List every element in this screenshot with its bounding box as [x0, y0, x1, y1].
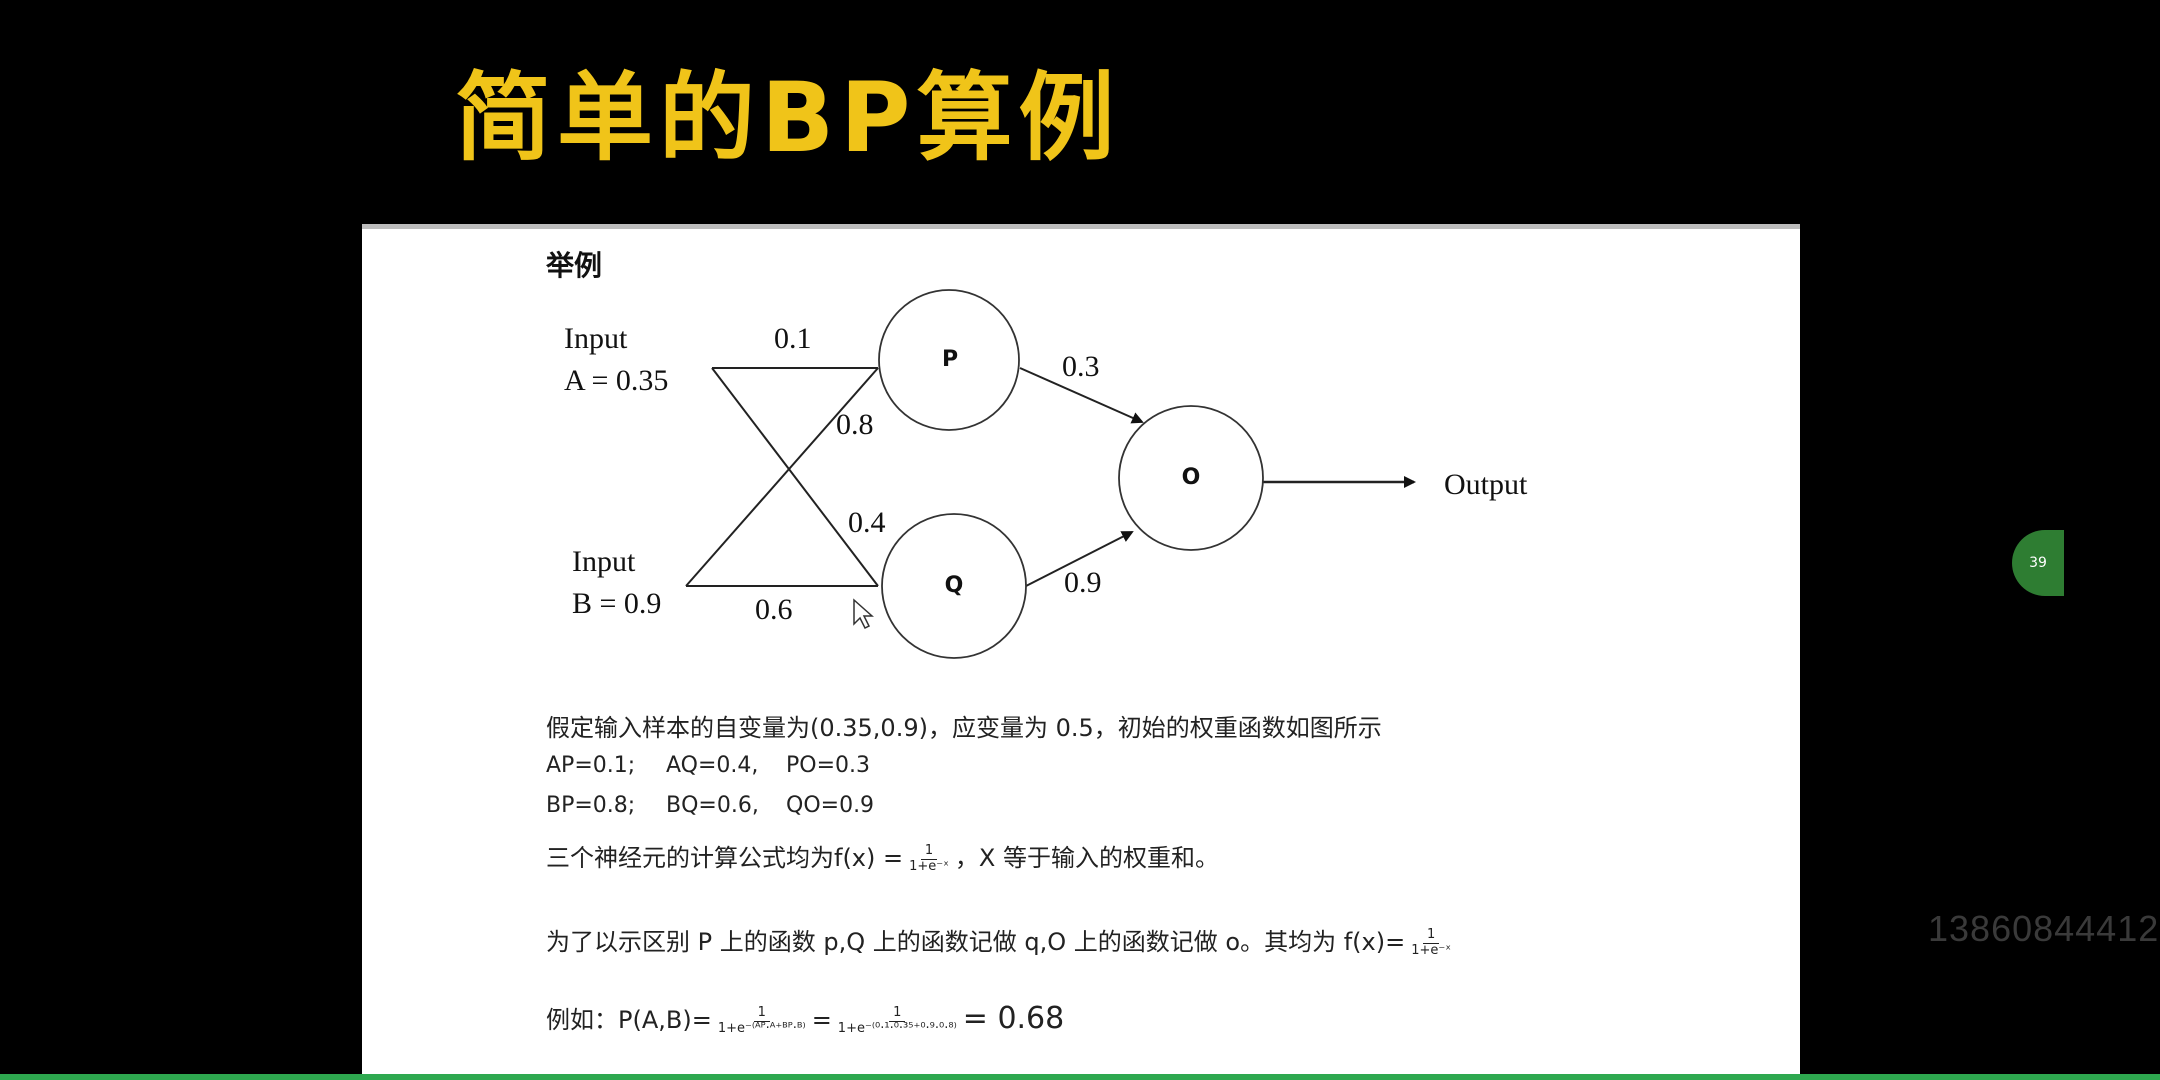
- example-result: = 0.68: [962, 1001, 1065, 1036]
- node-p-label: P: [942, 347, 958, 372]
- formula-intro: 三个神经元的计算公式均为f(x) =: [546, 844, 904, 872]
- weight-bq: 0.6: [755, 593, 793, 626]
- slide-title: 简单的BP算例: [455, 62, 1121, 174]
- input-a-value: A = 0.35: [564, 364, 668, 397]
- weight-qo-text: QO=0.9: [786, 793, 875, 818]
- teacher-watermark: 叶梓老师: [1560, 1017, 1744, 1071]
- mouse-cursor-icon: [853, 598, 874, 630]
- node-o-circle: [1118, 405, 1264, 551]
- node-q-label: Q: [945, 573, 964, 598]
- sigmoid-denominator-2: 1+e⁻ˣ: [1411, 942, 1451, 958]
- weight-po-text: PO=0.3: [786, 753, 871, 778]
- weight-bp-text: BP=0.8;: [546, 793, 636, 818]
- input-b-value: B = 0.9: [572, 587, 661, 620]
- output-label: Output: [1444, 468, 1528, 501]
- input-b-label: Input: [572, 545, 636, 578]
- sigmoid-denominator: 1+e⁻ˣ: [909, 858, 949, 874]
- example-numerator-2: 1: [889, 1005, 906, 1022]
- weight-bq-text: BQ=0.6,: [666, 793, 759, 818]
- example-numerator-1: 1: [753, 1005, 770, 1022]
- node-q-circle: [881, 513, 1027, 659]
- example-denominator-numeric: 1+e⁻⁽⁰·¹·⁰·³⁵⁺⁰·⁹·⁰·⁸⁾: [837, 1020, 957, 1036]
- assumption-text: 假定输入样本的自变量为(0.35,0.9)，应变量为 0.5，初始的权重函数如图…: [546, 714, 1382, 742]
- weight-qo: 0.9: [1064, 566, 1102, 599]
- edge-p-o: [1019, 367, 1144, 424]
- distinguish-text: 为了以示区别 P 上的函数 p,Q 上的函数记做 q,O 上的函数记做 o。其均…: [546, 928, 1406, 956]
- side-floating-badge[interactable]: 39: [2012, 530, 2064, 596]
- edge-q-o: [1025, 531, 1134, 587]
- neural-network-diagram: P Q O Input A = 0.35 Input B = 0.9 0.1 0…: [564, 289, 1528, 659]
- phone-watermark: 13860844412: [1928, 908, 2160, 949]
- formula-tail: ，X 等于输入的权重和。: [954, 844, 1219, 872]
- page-top-rule: [362, 224, 1800, 229]
- weights-row-2: BP=0.8; BQ=0.6, QO=0.9: [546, 790, 906, 818]
- document-page: 举例 P Q O Input A = 0.35 Input B = 0.9 0.…: [362, 224, 1800, 1080]
- edge-a-q: [711, 367, 879, 587]
- edge-b-p: [685, 367, 879, 587]
- video-progress-bar[interactable]: [0, 1074, 2160, 1080]
- input-a-label: Input: [564, 322, 628, 355]
- weights-row-1: AP=0.1; AQ=0.4, PO=0.3: [546, 750, 906, 778]
- example-prefix: 例如：P(A,B)=: [546, 1006, 712, 1034]
- weight-ap: 0.1: [774, 322, 812, 355]
- weight-bp: 0.8: [836, 408, 874, 441]
- node-o-label: O: [1182, 465, 1201, 490]
- weight-ap-text: AP=0.1;: [546, 753, 636, 778]
- node-p-circle: [878, 289, 1020, 431]
- sigmoid-numerator: 1: [920, 843, 938, 860]
- sigmoid-numerator-2: 1: [1422, 927, 1440, 944]
- distinguish-line: 为了以示区别 P 上的函数 p,Q 上的函数记做 q,O 上的函数记做 o。其均…: [546, 922, 1457, 958]
- example-denominator-symbolic: 1+e⁻⁽ᴬᴾ·ᴬ⁺ᴮᴾ·ᴮ⁾: [717, 1020, 806, 1036]
- section-heading: 举例: [546, 249, 603, 282]
- weight-aq: 0.4: [848, 506, 886, 539]
- weight-aq-text: AQ=0.4,: [666, 753, 759, 778]
- weight-po: 0.3: [1062, 350, 1100, 383]
